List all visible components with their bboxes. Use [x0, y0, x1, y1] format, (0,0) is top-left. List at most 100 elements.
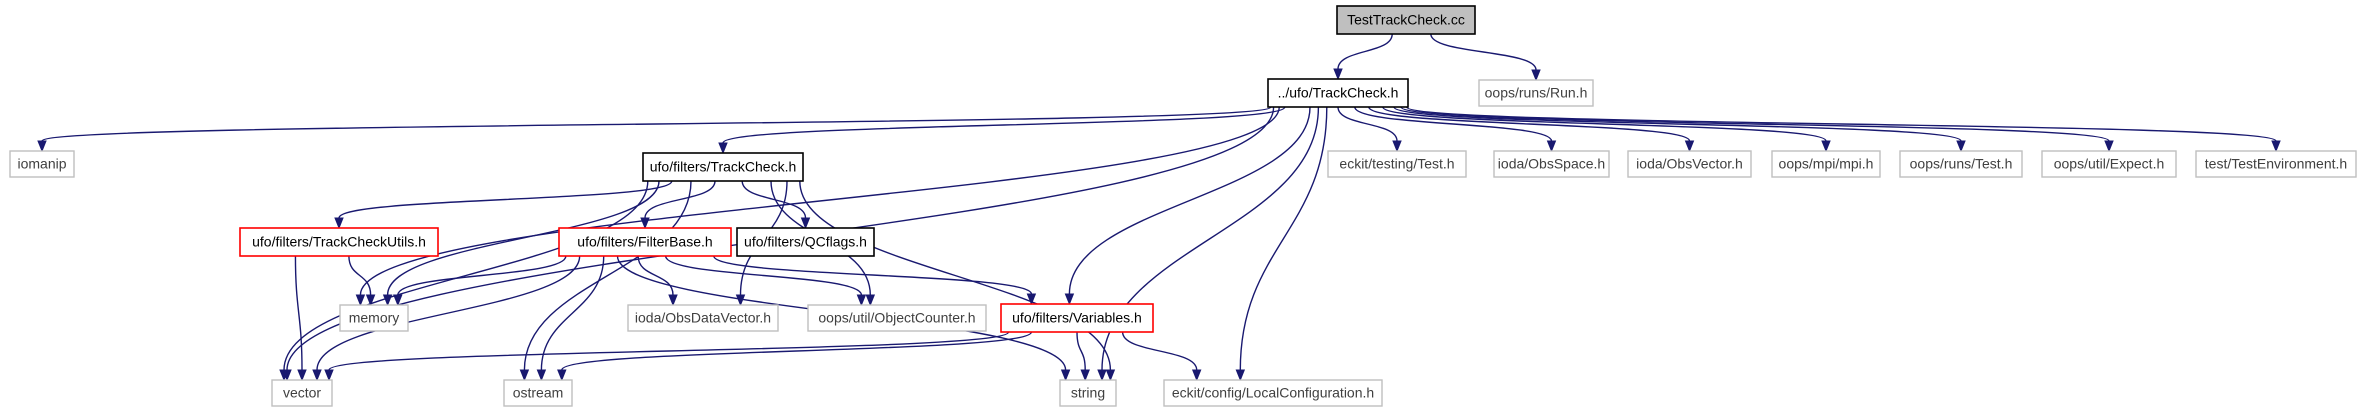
edge-filterbase-to-memory — [393, 255, 567, 307]
node-box[interactable] — [1327, 150, 1467, 178]
node-testenv[interactable]: test/TestEnvironment.h — [2195, 150, 2357, 178]
edge-filters-trackcheck-to-objectcounter-arrowhead — [865, 294, 876, 307]
edge-filterbase-to-memory-line — [397, 255, 567, 296]
node-box[interactable] — [1899, 150, 2023, 178]
node-box[interactable] — [339, 304, 409, 332]
edge-ufo-trackcheck-to-variables-line — [1068, 106, 1311, 295]
node-box[interactable] — [1771, 150, 1881, 178]
edge-filterbase-to-objectcounter — [664, 255, 867, 307]
node-string[interactable]: string — [1059, 379, 1117, 407]
node-box[interactable] — [271, 379, 333, 407]
node-box[interactable] — [1267, 78, 1409, 108]
node-objectcounter[interactable]: oops/util/ObjectCounter.h — [807, 304, 987, 332]
edge-filters-trackcheck-to-string-arrowhead — [1105, 369, 1116, 382]
node-label: ufo/filters/FilterBase.h — [577, 234, 712, 250]
edge-ufo-trackcheck-to-eckit-test-line — [1337, 106, 1398, 142]
node-obsvector[interactable]: ioda/ObsVector.h — [1627, 150, 1752, 178]
edge-filters-trackcheck-to-string — [799, 180, 1116, 382]
node-root[interactable]: TestTrackCheck.cc — [1336, 5, 1476, 35]
edge-root-to-ufo-trackcheck-line — [1337, 33, 1393, 70]
edge-trackcheckutils-to-vector — [294, 255, 307, 382]
edge-variables-to-string-line — [1076, 331, 1086, 371]
edge-ufo-trackcheck-to-filters-trackcheck-line — [722, 106, 1286, 144]
node-label: TestTrackCheck.cc — [1347, 12, 1465, 28]
node-runs-test[interactable]: oops/runs/Test.h — [1899, 150, 2023, 178]
edge-ufo-trackcheck-to-obsvector — [1368, 106, 1695, 153]
edge-filterbase-to-variables-arrowhead — [1026, 293, 1037, 306]
edge-filters-trackcheck-to-vector — [279, 180, 649, 382]
edge-filters-trackcheck-to-trackcheckutils — [334, 180, 673, 230]
node-box[interactable] — [558, 227, 732, 257]
node-memory[interactable]: memory — [339, 304, 409, 332]
edge-ufo-trackcheck-to-localconfig — [1235, 106, 1328, 382]
node-box[interactable] — [627, 304, 779, 332]
node-box[interactable] — [642, 152, 804, 182]
edge-ufo-trackcheck-to-localconfig-line — [1239, 106, 1328, 371]
node-obsspace[interactable]: ioda/ObsSpace.h — [1493, 150, 1610, 178]
edge-variables-to-vector-arrowhead — [324, 369, 334, 382]
node-box[interactable] — [2041, 150, 2177, 178]
edge-root-to-oops-run-line — [1430, 33, 1537, 71]
edge-filterbase-to-ostream-arrowhead — [536, 369, 547, 382]
edge-ufo-trackcheck-to-eckit-test-arrowhead — [1392, 140, 1402, 153]
edge-filters-trackcheck-to-qcflags-line — [741, 180, 807, 219]
node-qcflags[interactable]: ufo/filters/QCflags.h — [736, 227, 875, 257]
edge-trackcheckutils-to-memory-line — [348, 255, 372, 296]
node-expect[interactable]: oops/util/Expect.h — [2041, 150, 2177, 178]
node-box[interactable] — [239, 227, 439, 257]
node-label: ioda/ObsSpace.h — [1498, 156, 1605, 172]
edge-variables-to-vector-line — [328, 331, 1010, 371]
edge-root-to-oops-run-arrowhead — [1531, 69, 1541, 82]
edge-ufo-trackcheck-to-runs-test-line — [1393, 106, 1962, 142]
edge-ufo-trackcheck-to-filters-trackcheck-arrowhead — [718, 142, 728, 155]
edge-filters-trackcheck-to-filterbase — [640, 180, 716, 230]
node-box[interactable] — [1478, 79, 1594, 107]
node-iomanip[interactable]: iomanip — [9, 150, 75, 178]
edge-trackcheckutils-to-vector-arrowhead — [297, 369, 307, 382]
edge-filters-trackcheck-to-obsdatavector-arrowhead — [735, 294, 746, 307]
node-variables[interactable]: ufo/filters/Variables.h — [1000, 303, 1154, 333]
edge-filters-trackcheck-to-trackcheckutils-arrowhead — [334, 217, 344, 230]
node-filters-trackcheck[interactable]: ufo/filters/TrackCheck.h — [642, 152, 804, 182]
edge-root-to-oops-run — [1430, 33, 1541, 82]
node-box[interactable] — [807, 304, 987, 332]
edge-variables-to-localconfig-line — [1121, 331, 1198, 371]
node-label: ufo/filters/QCflags.h — [744, 234, 867, 250]
node-filterbase[interactable]: ufo/filters/FilterBase.h — [558, 227, 732, 257]
node-mpi[interactable]: oops/mpi/mpi.h — [1771, 150, 1881, 178]
edge-filters-trackcheck-to-string-line — [799, 180, 1112, 371]
node-box[interactable] — [2195, 150, 2357, 178]
node-label: ufo/filters/Variables.h — [1012, 310, 1142, 326]
edge-ufo-trackcheck-to-memory-line — [359, 106, 1280, 296]
node-vector[interactable]: vector — [271, 379, 333, 407]
node-trackcheckutils[interactable]: ufo/filters/TrackCheckUtils.h — [239, 227, 439, 257]
edge-ufo-trackcheck-to-testenv — [1405, 106, 2281, 153]
edge-variables-to-ostream-arrowhead — [557, 369, 567, 382]
node-box[interactable] — [736, 227, 875, 257]
node-oops-run[interactable]: oops/runs/Run.h — [1478, 79, 1594, 107]
edge-ufo-trackcheck-to-obsspace — [1354, 106, 1557, 153]
edge-filterbase-to-vector-arrowhead — [312, 369, 322, 382]
node-ostream[interactable]: ostream — [503, 379, 573, 407]
edge-filterbase-to-variables — [713, 255, 1037, 306]
node-ufo-trackcheck[interactable]: ../ufo/TrackCheck.h — [1267, 78, 1409, 108]
node-label: oops/mpi/mpi.h — [1779, 156, 1874, 172]
node-box[interactable] — [1000, 303, 1154, 333]
node-box[interactable] — [1163, 379, 1383, 407]
node-label: ufo/filters/TrackCheckUtils.h — [252, 234, 426, 250]
node-localconfig[interactable]: eckit/config/LocalConfiguration.h — [1163, 379, 1383, 407]
edge-filters-trackcheck-to-vector-line — [283, 180, 649, 371]
edge-ufo-trackcheck-to-iomanip-line — [41, 106, 1272, 142]
node-box[interactable] — [1627, 150, 1752, 178]
node-box[interactable] — [1059, 379, 1117, 407]
edge-filters-trackcheck-to-vector-arrowhead — [279, 369, 289, 382]
node-box[interactable] — [1493, 150, 1610, 178]
edge-variables-to-localconfig — [1121, 331, 1202, 382]
node-eckit-test[interactable]: eckit/testing/Test.h — [1327, 150, 1467, 178]
node-obsdatavector[interactable]: ioda/ObsDataVector.h — [627, 304, 779, 332]
node-box[interactable] — [9, 150, 75, 178]
node-box[interactable] — [503, 379, 573, 407]
node-label: ioda/ObsVector.h — [1636, 156, 1743, 172]
node-box[interactable] — [1336, 5, 1476, 35]
